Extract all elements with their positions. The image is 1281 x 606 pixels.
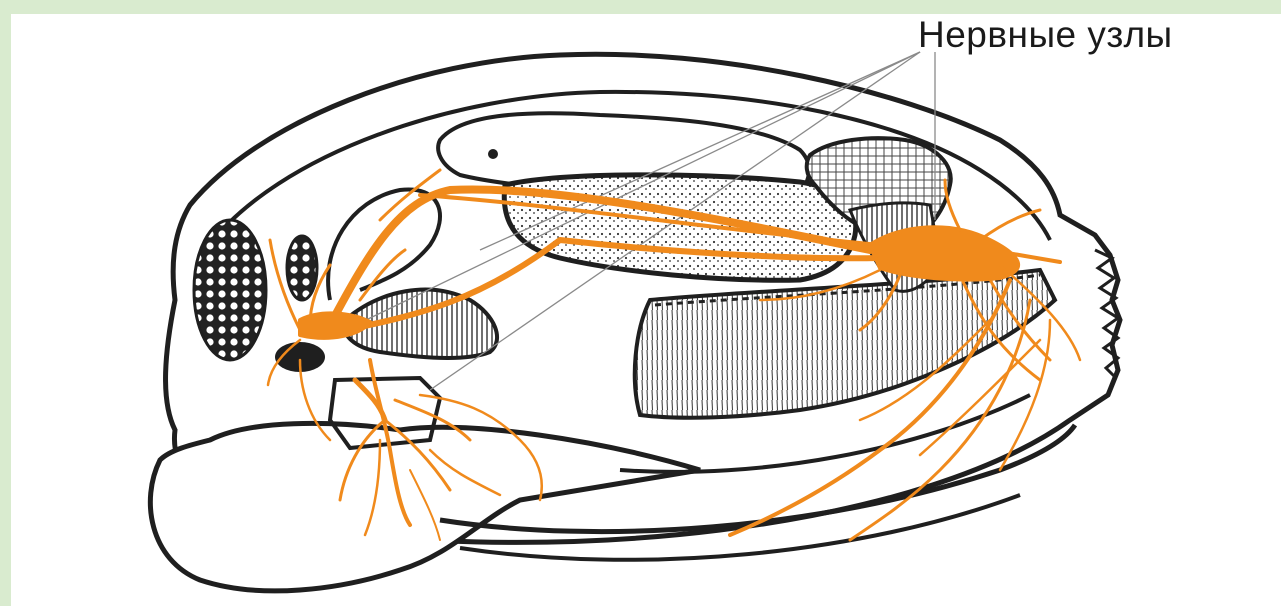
nerve-ganglia-label: Нервные узлы: [918, 14, 1173, 56]
foot: [150, 423, 700, 590]
labial-palp: [287, 236, 317, 300]
anterior-adductor: [194, 220, 266, 360]
